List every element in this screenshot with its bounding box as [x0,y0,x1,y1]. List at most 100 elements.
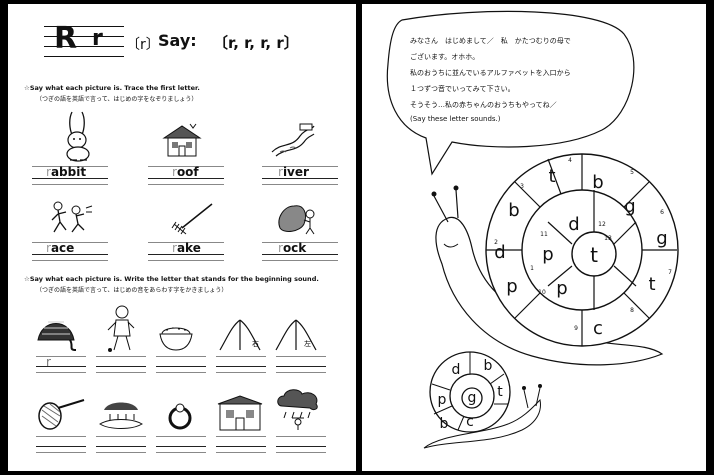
writing-line [156,436,206,437]
writing-line [36,446,86,447]
small-snail-letter: d [452,362,461,378]
writing-line [216,436,266,437]
section1-instruction: ☆Say what each picture is. Trace the fir… [24,84,200,92]
svg-text:13: 13 [604,235,612,242]
bubble-line-6: (Say these letter sounds.) [410,115,501,123]
svg-text:10: 10 [538,289,546,296]
writing-line [216,356,266,357]
writing-line [148,254,224,255]
road-left-picture: 左 [275,319,317,351]
writing-line [32,260,108,261]
writing-line [216,452,266,453]
writing-line [96,452,146,453]
road-right-picture: 右 [219,319,261,351]
big-snail-letter: d [494,242,505,263]
big-snail-center-letter: t [590,243,598,267]
ring-picture [168,403,192,430]
writing-line [32,166,108,167]
writing-line [156,446,206,447]
header-rule [44,56,124,57]
writing-line [276,356,326,357]
writing-line [216,372,266,373]
svg-text:9: 9 [574,325,578,332]
writing-line [36,372,86,373]
writing-line [262,166,338,167]
sound-sequence: 〔r, r, r, r〕 [213,34,299,52]
rice-bowl-picture [159,327,193,351]
small-snail-illustration: d b p t b c g [423,351,542,449]
svg-text:11: 11 [540,231,548,238]
writing-line [276,366,326,367]
example-letter: r [46,355,51,369]
writing-line [216,366,266,367]
word-trace: river [278,165,309,179]
svg-text:2: 2 [494,239,498,246]
header-rule [44,36,124,37]
small-snail-letter: t [497,384,503,400]
svg-text:3: 3 [520,183,524,190]
bubble-line-5: そうそう…私の赤ちゃんのおうちもやってね／ [410,101,557,109]
rabbit-picture [66,111,90,162]
title-lowercase-letter: r [92,26,103,51]
restaurant-picture [217,395,263,431]
left-worksheet-page: R r 〔r〕 Say: 〔r, r, r, r〕 ☆Say what each… [8,4,356,471]
writing-line [156,452,206,453]
small-snail-center-letter: g [468,390,477,406]
section1-instruction-jp: （つぎの語を英語で言って、はじめの字をなぞりましょう） [36,96,198,103]
svg-text:5: 5 [630,169,634,176]
svg-text:4: 4 [568,157,572,164]
word-trace: rock [278,241,307,255]
word-trace: rake [172,241,201,255]
speech-bubble [386,10,635,176]
writing-line [32,242,108,243]
small-snail-letter: b [440,416,449,432]
house-roof-picture [162,123,202,157]
big-snail-letter: p [556,278,567,299]
rain-cloud-picture [277,389,318,430]
writing-line [32,184,108,185]
svg-text:7: 7 [668,269,672,276]
right-snail-page: みなさん はじめまして／ 私 かたつむりの母で ございます。オホホ。 私のおうち… [362,4,706,471]
writing-line [96,446,146,447]
bubble-line-1: みなさん はじめまして／ 私 かたつむりの母で [410,37,571,45]
big-snail-letter: t [648,274,655,295]
writing-line [148,184,224,185]
writing-line [148,242,224,243]
road-label-right: 右 [252,339,259,348]
section2-instruction: ☆Say what each picture is. Write the let… [24,275,319,283]
svg-text:6: 6 [660,209,664,216]
section2-instruction-jp: （つぎの語を英語で言って、はじめの音をあらわす字をかきましょう） [36,287,228,294]
writing-line [156,372,206,373]
writing-line [148,166,224,167]
writing-line [96,356,146,357]
big-snail-letter: t [548,166,555,187]
writing-line [262,242,338,243]
word-trace: race [46,241,75,255]
race-picture [51,201,93,233]
writing-line [36,356,86,357]
writing-line [36,452,86,453]
svg-text:12: 12 [598,221,606,228]
rake-picture [171,203,213,235]
rock-picture [278,205,315,235]
big-snail-letter: p [542,244,553,265]
writing-line [276,436,326,437]
big-snail-letter: p [506,276,517,297]
big-snail-letter: c [593,318,603,339]
title-uppercase-letter: R [54,21,79,56]
writing-line [156,366,206,367]
writing-line [96,366,146,367]
writing-line [262,254,338,255]
big-snail-letter: b [592,172,603,193]
writing-line [32,254,108,255]
writing-line [216,446,266,447]
big-snail-letter: b [508,200,519,221]
say-label: Say: [158,31,197,50]
writing-line [276,372,326,373]
bubble-line-3: 私のおうちに並んでいるアルファベットを入口から [410,69,571,77]
word-trace: rabbit [46,165,87,179]
writing-line [36,436,86,437]
svg-text:8: 8 [630,307,634,314]
writing-line [148,260,224,261]
writing-line [148,178,224,179]
